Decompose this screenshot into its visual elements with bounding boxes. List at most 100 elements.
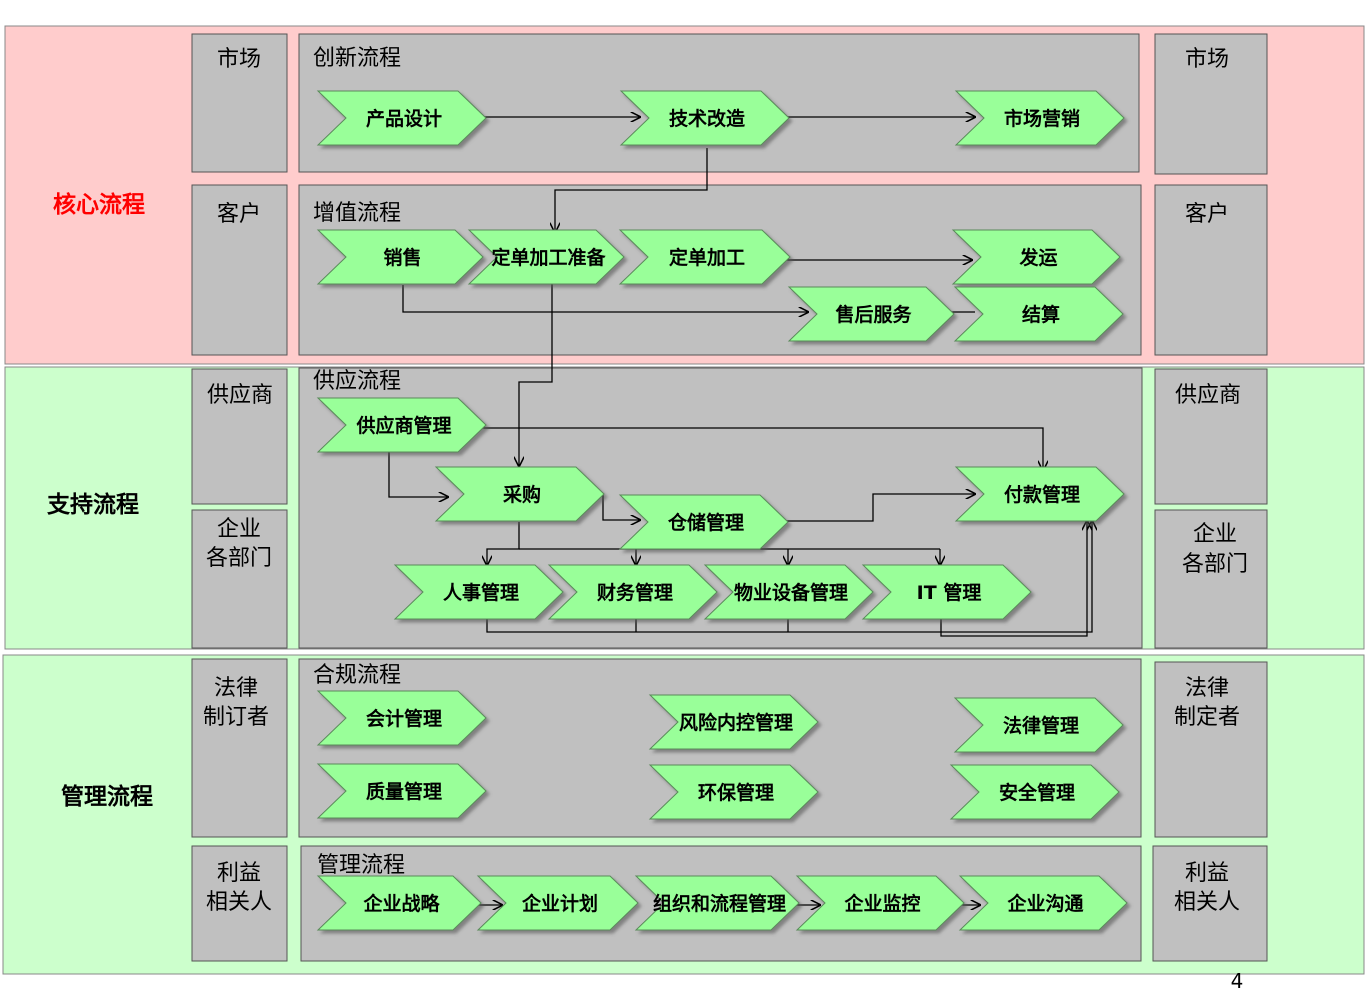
chevron-label-hr-mgmt: 人事管理 xyxy=(443,581,519,604)
chevron-finance-mgmt[interactable]: 财务管理 xyxy=(547,564,718,620)
chevron-label-monitoring: 企业监控 xyxy=(843,892,920,915)
chevron-label-shipping: 发运 xyxy=(1018,246,1057,269)
chevron-risk-control[interactable]: 风险内控管理 xyxy=(648,694,819,750)
chevron-shape-env-mgmt xyxy=(648,764,819,820)
chevron-label-tech-improvement: 技术改造 xyxy=(669,107,746,130)
chevron-shape-it-mgmt xyxy=(861,564,1032,620)
right-stakeholders-label-1: 利益 xyxy=(1185,861,1229,886)
left-legislators-label-1: 法律 xyxy=(214,676,258,701)
left-stakeholders-label-2: 相关人 xyxy=(206,890,272,915)
chevron-shape-order-prep xyxy=(467,229,625,285)
left-departments-label-2: 各部门 xyxy=(206,546,272,571)
chevron-marketing[interactable]: 市场营销 xyxy=(954,90,1125,146)
chevron-tech-improvement[interactable]: 技术改造 xyxy=(619,90,790,146)
chevron-product-design[interactable]: 产品设计 xyxy=(316,90,487,146)
chevron-shipping[interactable]: 发运 xyxy=(951,229,1121,285)
left-legislators-box xyxy=(191,658,288,838)
right-legislators-label-2: 制定者 xyxy=(1174,705,1240,730)
chevron-label-warehousing: 仓储管理 xyxy=(667,511,744,534)
chevron-label-org-process: 组织和流程管理 xyxy=(653,892,786,915)
chevron-shape-payment-mgmt xyxy=(954,466,1125,522)
connector-it-collector xyxy=(940,521,1087,637)
chevron-shape-risk-control xyxy=(648,694,819,750)
chevron-facility-mgmt[interactable]: 物业设备管理 xyxy=(703,564,874,620)
process-chevrons: 产品设计 技术改造 市场营销销售定单加工准备 定单加工 发运售后服务结算供应商管理采购仓… xyxy=(316,90,1128,931)
chevron-shape-tech-improvement xyxy=(619,90,790,146)
right-legislators-box xyxy=(1154,661,1268,838)
chevron-order-processing[interactable]: 定单加工 xyxy=(618,229,791,285)
chevron-shape-product-design xyxy=(316,90,487,146)
chevron-safety-mgmt[interactable]: 安全管理 xyxy=(949,764,1120,820)
right-stakeholder-boxes: 市场 客户 供应商 企业 各部门 法律 制定者 利益 相关人 xyxy=(1152,33,1268,962)
chevron-monitoring[interactable]: 企业监控 xyxy=(795,875,965,931)
chevron-it-mgmt[interactable]: IT 管理 xyxy=(861,564,1032,620)
chevron-label-planning: 企业计划 xyxy=(521,892,598,915)
chevron-shape-accounting-mgmt xyxy=(316,690,487,746)
chevron-settlement[interactable]: 结算 xyxy=(953,286,1124,342)
chevron-planning[interactable]: 企业计划 xyxy=(476,875,639,931)
connector-bottom-collector xyxy=(486,521,1092,633)
right-stakeholders-box xyxy=(1152,845,1268,962)
chevron-procurement[interactable]: 采购 xyxy=(434,466,605,522)
left-supplier-label: 供应商 xyxy=(207,383,273,408)
chevron-communication[interactable]: 企业沟通 xyxy=(958,875,1128,931)
chevron-shape-communication xyxy=(958,875,1128,931)
chevron-strategy[interactable]: 企业战略 xyxy=(316,875,482,931)
connector-supplier-to-procurement xyxy=(388,452,448,497)
chevron-shape-org-process xyxy=(634,875,800,931)
chevron-label-product-design: 产品设计 xyxy=(366,107,442,130)
left-customer-label: 客户 xyxy=(217,202,261,227)
chevron-hr-mgmt[interactable]: 人事管理 xyxy=(393,564,564,620)
support-process-label: 支持流程 xyxy=(46,491,139,518)
chevron-warehousing[interactable]: 仓储管理 xyxy=(618,494,789,550)
core-process-label: 核心流程 xyxy=(53,191,145,218)
chevron-label-supplier-mgmt: 供应商管理 xyxy=(355,414,451,437)
management-panel-title: 管理流程 xyxy=(317,853,405,878)
chevron-shape-quality-mgmt xyxy=(316,763,487,819)
chevron-legal-mgmt[interactable]: 法律管理 xyxy=(953,697,1124,753)
chevron-label-legal-mgmt: 法律管理 xyxy=(1003,714,1079,737)
right-market-label: 市场 xyxy=(1185,47,1229,72)
chevron-org-process[interactable]: 组织和流程管理 xyxy=(634,875,800,931)
chevron-shape-after-sales xyxy=(787,286,955,342)
chevron-sales[interactable]: 销售 xyxy=(316,229,484,285)
chevron-accounting-mgmt[interactable]: 会计管理 xyxy=(316,690,487,746)
right-customer-box xyxy=(1154,184,1268,356)
chevron-supplier-mgmt[interactable]: 供应商管理 xyxy=(316,397,487,453)
innovation-panel-title: 创新流程 xyxy=(313,46,401,71)
chevron-label-facility-mgmt: 物业设备管理 xyxy=(734,581,848,604)
chevron-label-order-processing: 定单加工 xyxy=(669,246,745,269)
right-stakeholders-label-2: 相关人 xyxy=(1174,890,1240,915)
connector-tech-to-order-prep xyxy=(555,148,708,232)
chevron-order-prep[interactable]: 定单加工准备 xyxy=(467,229,625,285)
left-market-label: 市场 xyxy=(217,47,261,72)
connector-supplier-to-payment xyxy=(480,427,1043,470)
right-market-box xyxy=(1154,33,1268,175)
chevron-quality-mgmt[interactable]: 质量管理 xyxy=(316,763,487,819)
left-stakeholders-box xyxy=(191,845,288,962)
chevron-shape-planning xyxy=(476,875,639,931)
chevron-label-safety-mgmt: 安全管理 xyxy=(999,781,1075,804)
chevron-shape-supplier-mgmt xyxy=(316,397,487,453)
left-supplier-box xyxy=(191,368,288,505)
chevron-label-payment-mgmt: 付款管理 xyxy=(1004,483,1080,506)
chevron-shape-safety-mgmt xyxy=(949,764,1120,820)
chevron-label-accounting-mgmt: 会计管理 xyxy=(366,707,442,730)
chevron-shape-procurement xyxy=(434,466,605,522)
left-departments-box xyxy=(191,509,288,649)
left-stakeholder-boxes: 市场 客户 供应商 企业 各部门 法律 制订者 利益 相关人 xyxy=(191,33,288,962)
chevron-payment-mgmt[interactable]: 付款管理 xyxy=(954,466,1125,522)
chevron-shape-shipping xyxy=(951,229,1121,285)
chevron-label-strategy: 企业战略 xyxy=(362,892,440,915)
chevron-shape-finance-mgmt xyxy=(547,564,718,620)
chevron-label-marketing: 市场营销 xyxy=(1004,107,1080,130)
chevron-shape-hr-mgmt xyxy=(393,564,564,620)
chevron-after-sales[interactable]: 售后服务 xyxy=(787,286,955,342)
chevron-env-mgmt[interactable]: 环保管理 xyxy=(648,764,819,820)
left-legislators-label-2: 制订者 xyxy=(203,705,269,730)
connector-order-prep-to-procurement xyxy=(519,284,553,466)
connector-sales-to-aftersales xyxy=(402,285,808,312)
page-number: 4 xyxy=(1231,969,1244,993)
right-supplier-label: 供应商 xyxy=(1175,383,1241,408)
